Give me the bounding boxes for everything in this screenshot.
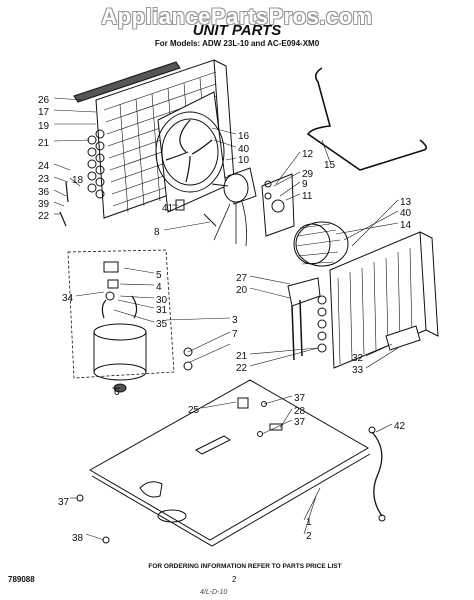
callout-number: 41 [162,203,174,214]
callout-number: 9 [302,179,308,190]
callout-number: 21 [38,138,50,149]
wire-harness [368,426,386,522]
ordering-note: FOR ORDERING INFORMATION REFER TO PARTS … [148,563,342,570]
page-number: 2 [232,575,237,584]
callout-number: 34 [62,293,74,304]
callout-number: 40 [400,208,412,219]
callout-number: 7 [232,329,238,340]
models-line: For Models: ADW 23L-10 and AC-E094-XM0 [154,39,320,48]
gasket-strip [73,61,181,103]
callout-number: 5 [156,270,162,281]
motor-bracket [261,173,295,237]
leader-lines [53,97,399,541]
compressor [93,295,147,381]
callout-number: 21 [236,351,248,362]
callout-number: 22 [236,363,248,374]
callout-number: 18 [72,175,84,186]
callout-number: 28 [294,406,306,417]
callout-number: 14 [400,220,412,231]
callout-number: 25 [188,405,200,416]
callout-number: 8 [154,227,160,238]
callout-number: 6 [114,387,120,398]
callout-number: 35 [156,319,168,330]
handwritten-note: 4/L-D-10 [200,589,228,596]
callout-number: 2 [306,531,312,542]
drip-tray [385,325,421,351]
compressor-enclosure [67,249,175,379]
overload-protector [103,261,119,301]
callout-number: 33 [352,365,364,376]
callout-number: 12 [302,149,314,160]
callout-number: 3 [232,315,238,326]
callout-number: 11 [302,191,313,202]
callout-number: 20 [236,285,248,296]
callout-number: 42 [394,421,406,432]
callout-number: 27 [236,273,248,284]
callout-number: 26 [38,95,50,106]
callout-number: 37 [294,417,306,428]
watermark: AppliancePartsPros.com [101,4,373,29]
fan-shroud [155,91,227,213]
callout-number: 38 [72,533,84,544]
document-code: 789088 [8,575,35,584]
callout-number: 37 [58,497,70,508]
callout-number: 4 [156,282,162,293]
callout-number: 16 [238,131,250,142]
blower-wheel [293,221,349,267]
page-title: UNIT PARTS [192,22,282,39]
callout-number: 31 [156,305,168,316]
callout-number: 24 [38,161,50,172]
callout-number: 29 [302,169,314,180]
callout-number: 13 [400,197,412,208]
callout-number: 32 [352,353,364,364]
callout-number: 22 [38,211,50,222]
callout-number: 36 [38,187,50,198]
callout-number: 39 [38,199,50,210]
callout-number: 17 [38,107,50,118]
callout-number: 40 [238,144,250,155]
callout-number: 37 [294,393,306,404]
callout-number: 19 [38,121,50,132]
callout-labels: 2617192124233639221841164010122991181513… [38,95,412,544]
evaporator-coil [329,231,439,369]
chassis-rail [306,67,428,171]
evaporator-tubes [287,277,327,361]
callout-number: 15 [324,160,336,171]
fan-motor [211,167,257,247]
small-fasteners [59,180,283,544]
callout-number: 10 [238,155,250,166]
return-bends [87,129,105,199]
base-pan [88,379,371,547]
callout-number: 23 [38,174,50,185]
callout-number: 30 [156,295,168,306]
callout-number: 1 [306,517,312,528]
